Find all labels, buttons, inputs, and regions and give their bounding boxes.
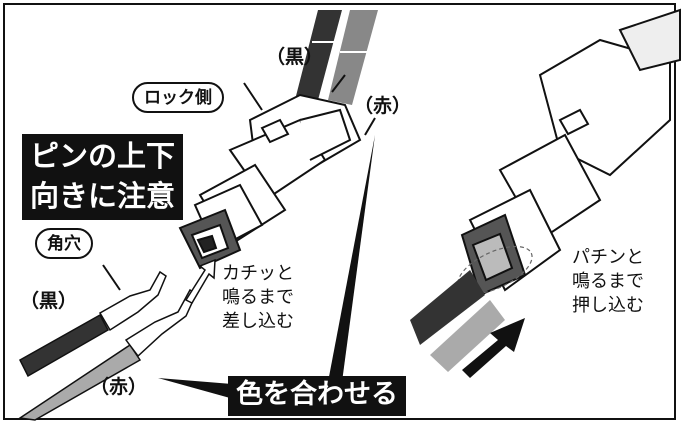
label-click-insert: カチッと 鳴るまで 差し込む bbox=[222, 263, 294, 332]
label-black-left: （黒） bbox=[20, 290, 78, 312]
label-black-top: （黒） bbox=[266, 46, 324, 68]
label-match-colors: 色を合わせる bbox=[228, 376, 406, 416]
right-face bbox=[460, 213, 527, 297]
label-push-in: パチンと 鳴るまで 押し込む bbox=[572, 247, 644, 316]
black-cable-top bbox=[296, 10, 342, 100]
figure-frame bbox=[3, 3, 676, 420]
left-wires bbox=[17, 313, 142, 421]
right-black-cable bbox=[410, 270, 485, 345]
label-pin-orientation: ピンの上下 向きに注意 bbox=[22, 134, 184, 220]
label-red-bottom: （赤） bbox=[90, 376, 148, 398]
push-arrow bbox=[462, 318, 525, 378]
callout-pointer-bottom bbox=[158, 378, 232, 398]
right-red-cable bbox=[430, 300, 505, 372]
label-red-top: （赤） bbox=[354, 95, 412, 117]
left-terminals bbox=[98, 270, 197, 358]
label-square-hole: 角穴 bbox=[35, 228, 93, 259]
label-lock-side: ロック側 bbox=[132, 82, 224, 113]
click-arrow bbox=[184, 258, 216, 304]
right-connector bbox=[468, 8, 681, 292]
callout-pointer-top bbox=[328, 135, 375, 382]
connector-face bbox=[178, 208, 242, 270]
